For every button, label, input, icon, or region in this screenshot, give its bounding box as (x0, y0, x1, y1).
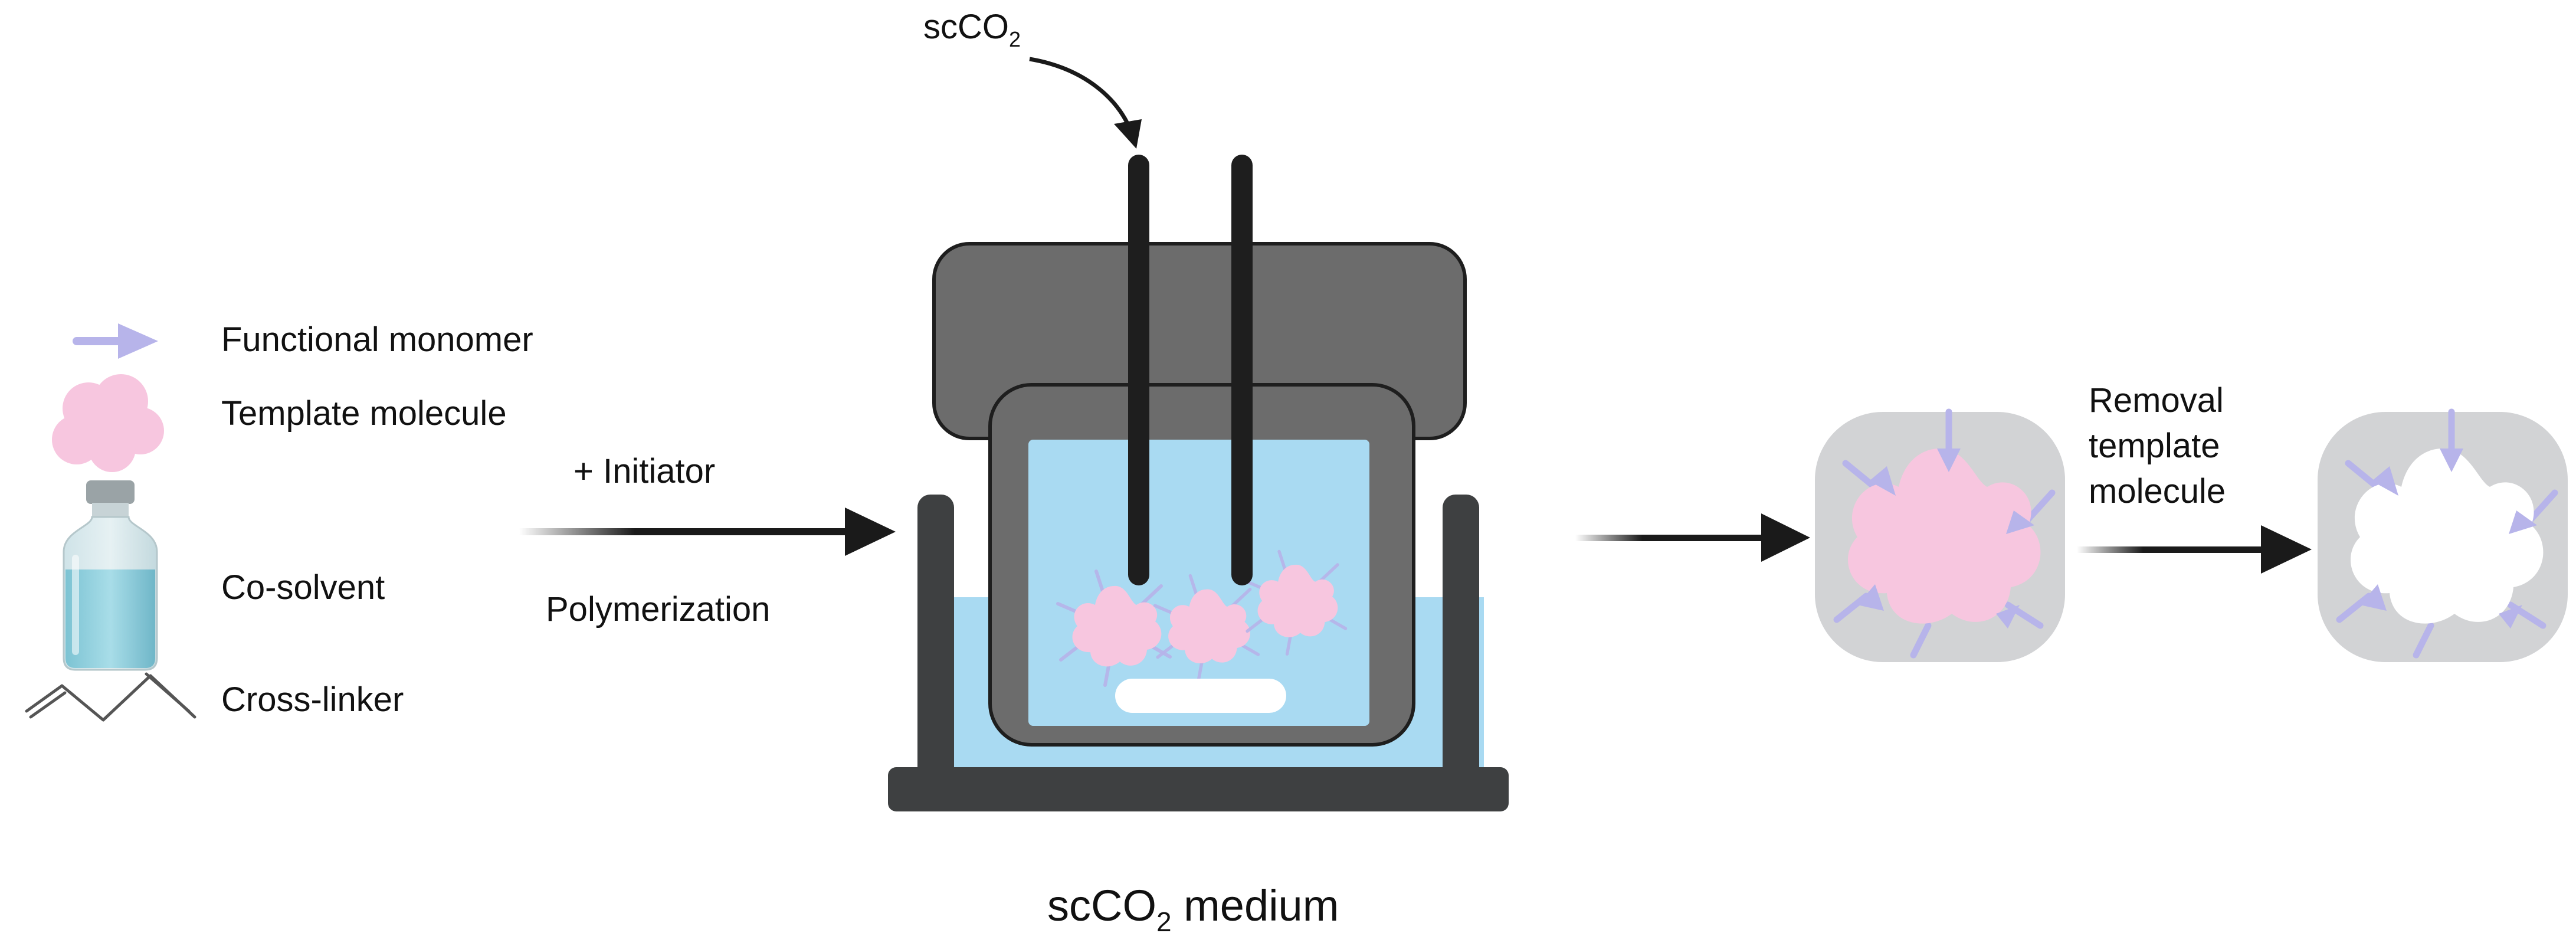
imprinted-polymer-with-template (1815, 408, 2065, 662)
inlet-tube (1128, 155, 1149, 585)
scco2-inlet-label: scCO2 (923, 8, 1021, 51)
reactor: scCO2 (888, 8, 1509, 937)
legend: Functional monomer Template molecule Co-… (25, 320, 533, 722)
scco2-inlet-arrowhead (1114, 119, 1142, 149)
co-solvent-vial-icon (63, 480, 158, 671)
removal-label-line3: molecule (2089, 472, 2226, 510)
initiator-label: + Initiator (573, 452, 715, 490)
imprinted-polymer-cavity (2318, 408, 2568, 662)
scco2-inlet-arrow (1029, 57, 1134, 134)
outlet-tube (1231, 155, 1253, 585)
scco2-medium-label: scCO2 medium (1047, 881, 1339, 937)
reactor-template-clusters (1056, 549, 1348, 687)
bath-left-wall (917, 495, 954, 790)
step-arrow-polymerization: + Initiator Polymerization (519, 452, 896, 629)
stir-bar (1115, 679, 1286, 713)
cross-linker-icon (25, 672, 196, 722)
removal-label-line1: Removal (2089, 381, 2224, 420)
template-molecule-label: Template molecule (221, 394, 507, 433)
bath-right-wall (1443, 495, 1479, 790)
removal-label-line2: template (2089, 427, 2220, 465)
step-arrow-template-removal: Removal template molecule (2077, 381, 2312, 574)
cross-linker-label: Cross-linker (221, 680, 404, 719)
bath-base (888, 767, 1509, 811)
step-arrow-imprinted-polymer (1575, 513, 1810, 562)
template-molecule-icon (52, 374, 164, 472)
polymerization-label: Polymerization (546, 590, 770, 629)
functional-monomer-icon (73, 323, 158, 359)
co-solvent-label: Co-solvent (221, 568, 385, 607)
functional-monomer-label: Functional monomer (221, 320, 533, 359)
